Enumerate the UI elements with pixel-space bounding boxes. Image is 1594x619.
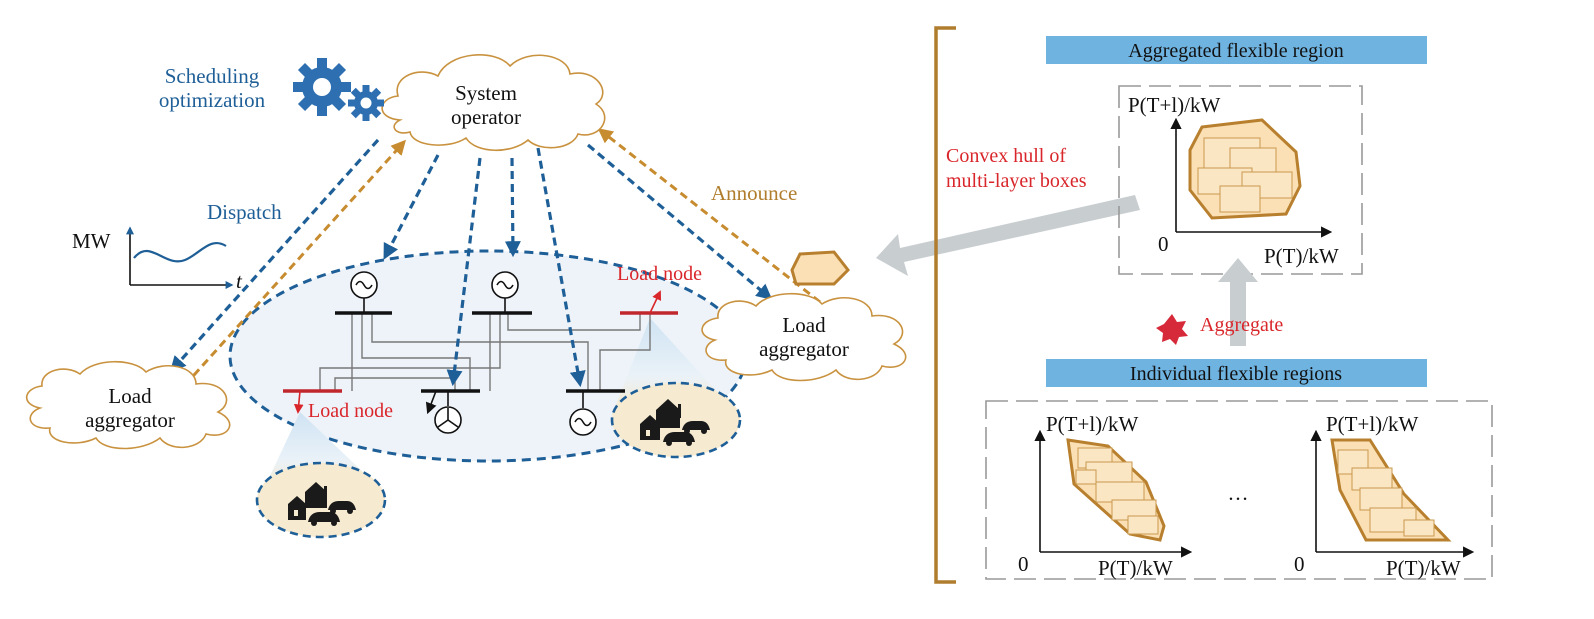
house-ev-icon: [640, 399, 710, 446]
load-node-label: Load node: [617, 263, 702, 285]
individual-title: Individual flexible regions: [1130, 363, 1342, 385]
origin-label: 0: [1018, 552, 1029, 576]
wind-turbine-icon: [434, 391, 462, 434]
dispatch-label: Dispatch: [207, 200, 282, 224]
system-operator-label: operator: [451, 105, 521, 129]
multi-layer-boxes: [1337, 449, 1435, 537]
generator-icon: [350, 271, 378, 313]
load-aggregator-label: aggregator: [759, 337, 849, 361]
multi-layer-boxes: [1075, 447, 1159, 535]
dispatch-arrows: [169, 138, 773, 388]
gear-icon: [348, 85, 384, 121]
scheduling-label: Scheduling: [165, 64, 260, 88]
load-arrow: [425, 390, 437, 415]
load-arrow: [293, 390, 304, 414]
individual-regions-frame: [985, 400, 1493, 580]
convex-hull-arrow: [876, 195, 1140, 276]
origin-label: 0: [1294, 552, 1305, 576]
mw-label: MW: [72, 229, 111, 253]
announced-region-shape: [790, 250, 850, 286]
aggregate-star-icon: [1156, 314, 1188, 345]
system-operator-label: System: [455, 81, 517, 105]
scheduling-label: optimization: [159, 88, 266, 112]
announce-label: Announce: [711, 181, 797, 205]
time-label: t: [236, 269, 243, 293]
aggregate-arrow: [1218, 258, 1258, 346]
load-node-label: Load node: [308, 400, 393, 422]
load-arrow: [649, 290, 662, 314]
aggregated-title-banner: [1046, 36, 1427, 64]
load-aggregator-cloud: [701, 293, 907, 382]
individual-title-banner: [1046, 359, 1427, 387]
generator-icon: [569, 391, 597, 436]
multi-layer-boxes: [1197, 137, 1293, 213]
axis-x-label: P(T)/kW: [1386, 556, 1461, 580]
house-ev-icon: [288, 482, 356, 526]
aggregated-title: Aggregated flexible region: [1128, 40, 1343, 62]
announce-arrows: [183, 128, 821, 387]
load-aggregator-label: aggregator: [85, 408, 175, 432]
gear-icon: [293, 58, 351, 116]
load-aggregator-label: Load: [108, 384, 152, 408]
origin-label: 0: [1158, 232, 1169, 256]
generator-icon: [491, 271, 519, 313]
system-operator-cloud: [381, 54, 606, 151]
load-aggregator-label: Load: [782, 313, 826, 337]
convex-hull-label: multi-layer boxes: [946, 170, 1087, 192]
load-aggregator-cloud: [25, 361, 231, 450]
aggregate-label: Aggregate: [1200, 314, 1283, 336]
mw-curve-inset: [126, 226, 234, 289]
axis-x-label: P(T)/kW: [1098, 556, 1173, 580]
axis-y-label: P(T+l)/kW: [1128, 93, 1221, 117]
right-panel-bracket: [934, 26, 956, 584]
axis-y-label: P(T+l)/kW: [1046, 412, 1139, 436]
axis-x-label: P(T)/kW: [1264, 244, 1339, 268]
ellipsis-label: …: [1228, 481, 1249, 505]
convex-hull-label: Convex hull of: [946, 145, 1066, 167]
axis-y-label: P(T+l)/kW: [1326, 412, 1419, 436]
